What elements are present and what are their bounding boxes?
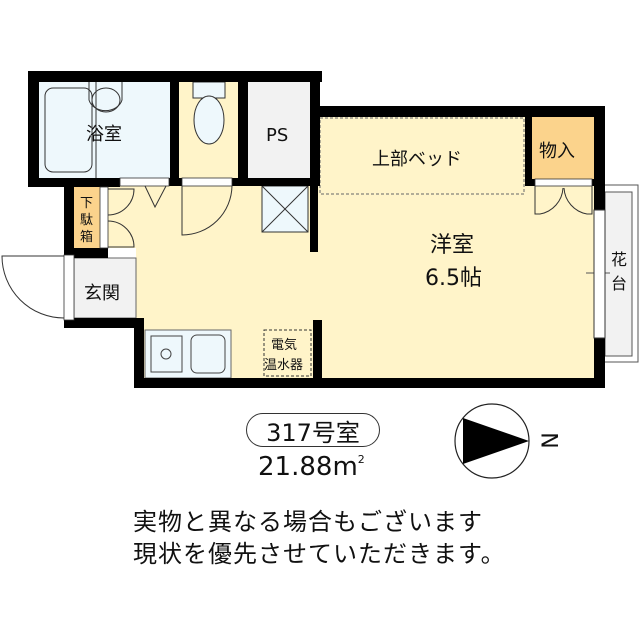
sink-icon xyxy=(190,334,226,374)
closet-door-left xyxy=(534,186,564,215)
north-label: N xyxy=(535,432,561,449)
north-arrow-icon xyxy=(454,403,530,479)
area-unit: m xyxy=(332,452,358,482)
fixtures xyxy=(44,81,226,178)
closet-door-right xyxy=(563,186,593,215)
area-unit-sup: 2 xyxy=(357,453,365,466)
toilet-door-icon xyxy=(181,185,233,236)
bath-door-icon xyxy=(144,185,167,209)
pipe-space-area xyxy=(248,82,310,178)
room-number-badge: 317号室 xyxy=(246,413,380,447)
western-room-label: 洋室 xyxy=(430,233,474,258)
openings xyxy=(63,177,606,339)
loft-bed-label: 上部ベッド xyxy=(372,149,462,170)
flower-bed-label-1: 花 xyxy=(611,250,627,269)
room-labels: 浴室 PS 上部ベッド 物入 洋室 6.5帖 花 台 下 駄 箱 玄関 電気 温… xyxy=(80,124,627,373)
water-heater-label-1: 電気 xyxy=(271,337,297,353)
bathroom-area xyxy=(39,82,170,178)
window xyxy=(593,209,606,339)
disclaimer-line-1: 実物と異なる場合もございます xyxy=(133,508,483,536)
flower-bed-inner xyxy=(604,191,633,357)
shoe-box-label-3: 箱 xyxy=(80,229,93,245)
walls xyxy=(28,71,605,388)
storage-label: 物入 xyxy=(539,141,575,162)
floor-area: 21.88m2 xyxy=(258,452,365,482)
shoebox-door-top xyxy=(107,188,135,216)
doors xyxy=(1,185,593,319)
shoebox-door-bottom xyxy=(107,220,135,248)
bathroom-label: 浴室 xyxy=(86,124,122,145)
toilet-bowl-icon xyxy=(193,95,225,145)
washbasin-icon xyxy=(91,87,121,113)
storage-area xyxy=(532,117,594,179)
flower-bed-label-2: 台 xyxy=(611,274,627,293)
water-heater-label-2: 温水器 xyxy=(264,358,303,373)
area-value: 21.88 xyxy=(258,452,333,482)
bathtub-icon xyxy=(44,87,93,173)
entrance-door-icon xyxy=(1,255,65,319)
shoe-box-area xyxy=(74,187,100,248)
western-room-size: 6.5帖 xyxy=(425,266,482,291)
room-number: 317号室 xyxy=(266,418,360,447)
stove-icon xyxy=(160,348,172,360)
kitchen-counter xyxy=(144,329,232,379)
floor-fills xyxy=(39,82,639,379)
water-heater xyxy=(263,329,312,377)
shoe-box-label-2: 駄 xyxy=(80,213,93,228)
entrance-label: 玄関 xyxy=(84,283,120,304)
shoe-box-label-1: 下 xyxy=(80,196,93,211)
pipe-space-label: PS xyxy=(266,125,288,146)
disclaimer-line-2: 現状を優先させていただきます。 xyxy=(133,540,506,568)
